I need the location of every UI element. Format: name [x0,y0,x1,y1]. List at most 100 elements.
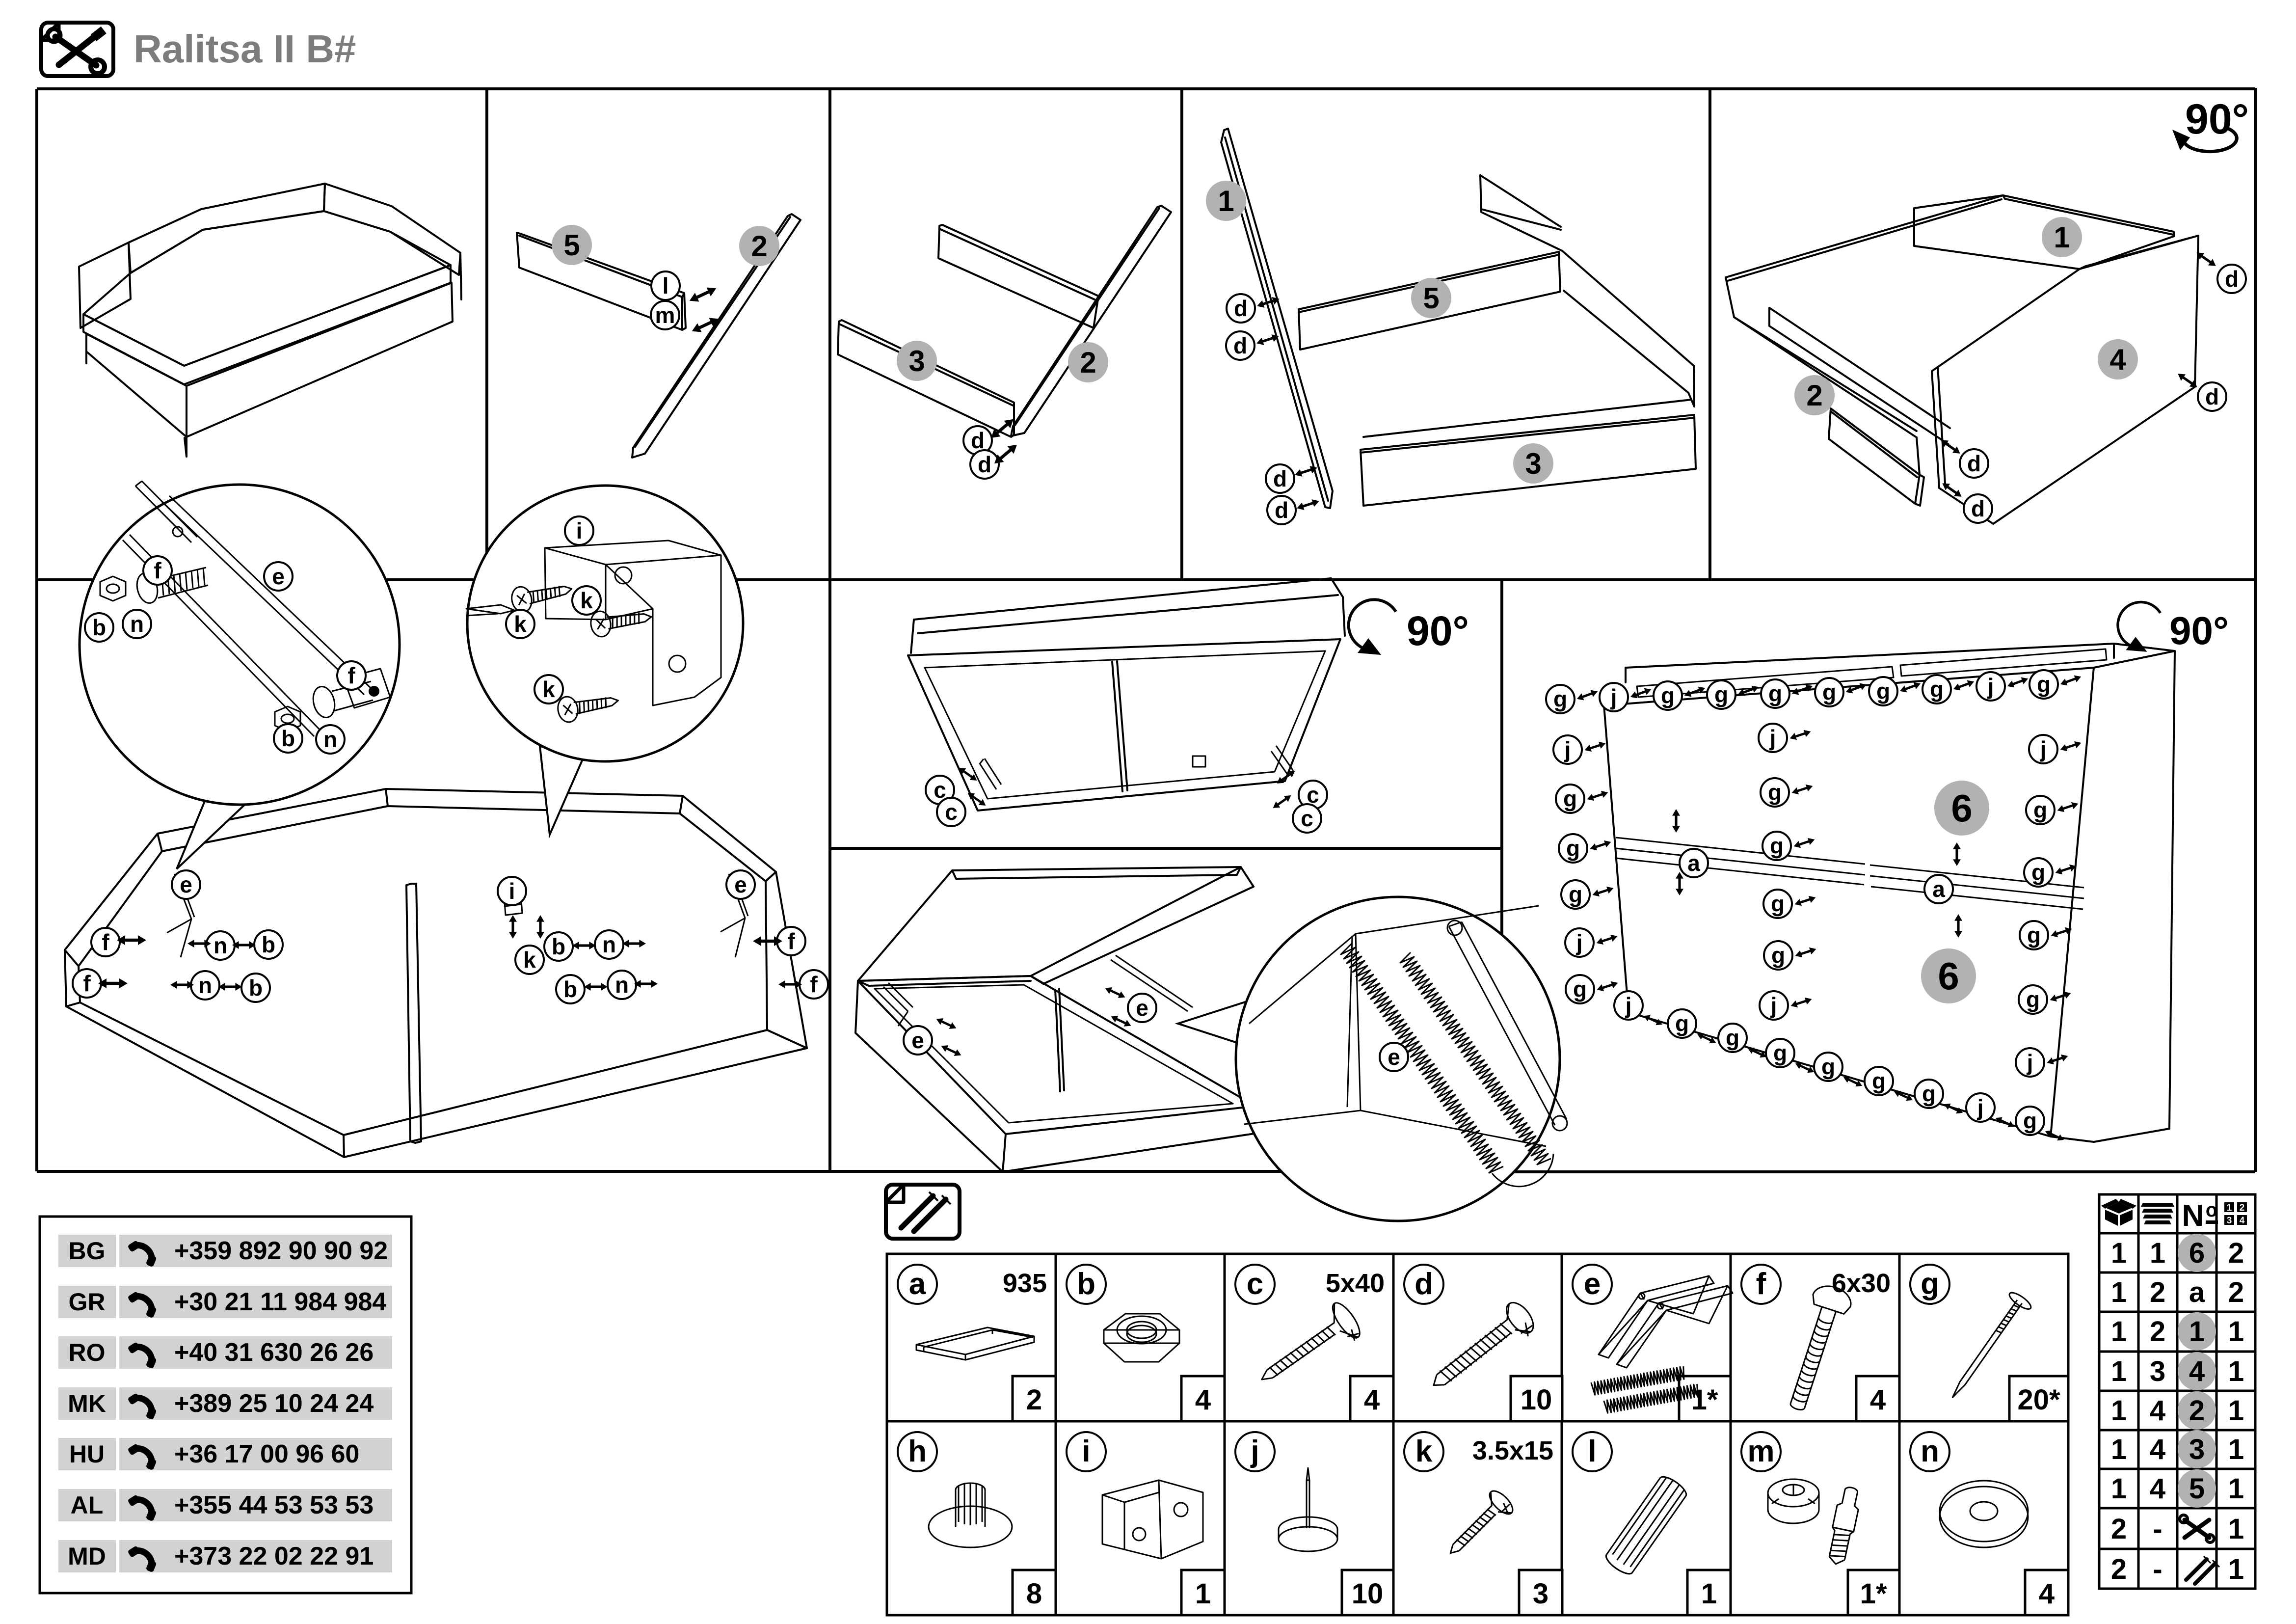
svg-text:1: 1 [2228,1434,2244,1465]
svg-text:3.5x15: 3.5x15 [1472,1436,1553,1465]
svg-text:b: b [1077,1267,1095,1301]
svg-text:+355 44 53 53 53: +355 44 53 53 53 [174,1491,374,1519]
svg-text:a: a [2189,1276,2205,1308]
svg-text:1: 1 [2228,1355,2244,1387]
svg-text:g: g [1921,1267,1939,1301]
svg-text:n: n [1921,1435,1939,1468]
svg-text:4: 4 [1870,1384,1886,1416]
svg-text:n: n [615,972,629,998]
svg-text:1: 1 [2228,1395,2244,1427]
svg-text:e: e [1584,1267,1601,1301]
svg-text:1: 1 [2227,1203,2232,1213]
svg-text:+373 22 02 22 91: +373 22 02 22 91 [174,1542,374,1570]
svg-text:i: i [576,518,583,543]
svg-text:1: 1 [2111,1434,2127,1465]
svg-text:g: g [1569,882,1582,907]
svg-text:g: g [2033,797,2047,823]
svg-text:1: 1 [2111,1473,2127,1505]
svg-text:2: 2 [2240,1203,2245,1213]
svg-text:j: j [1769,725,1776,751]
svg-text:f: f [154,558,161,583]
svg-text:2: 2 [751,230,767,263]
svg-text:g: g [1563,786,1577,812]
svg-text:5: 5 [563,229,580,262]
svg-text:1: 1 [2228,1513,2244,1545]
svg-text:2: 2 [2228,1237,2244,1269]
svg-text:g: g [1822,679,1836,705]
svg-text:90°: 90° [2169,609,2229,652]
svg-text:4: 4 [1364,1384,1380,1416]
svg-text:g: g [2026,987,2040,1012]
svg-text:Ralitsa II B#: Ralitsa II B# [133,27,356,71]
svg-text:4: 4 [2189,1355,2205,1387]
svg-text:l: l [1588,1435,1596,1468]
svg-text:j: j [1987,674,1994,699]
svg-text:d: d [978,452,991,477]
svg-text:10: 10 [1352,1578,1384,1610]
svg-text:935: 935 [1003,1269,1047,1298]
svg-text:g: g [2027,922,2041,948]
svg-text:g: g [1876,678,1890,704]
svg-text:a: a [1932,876,1945,902]
svg-text:1: 1 [2111,1395,2127,1427]
svg-text:1: 1 [2189,1316,2205,1348]
svg-text:k: k [523,947,536,973]
svg-text:5: 5 [2189,1473,2205,1505]
svg-text:k: k [1415,1435,1433,1468]
svg-text:e: e [180,872,192,897]
svg-text:+40 31 630 26 26: +40 31 630 26 26 [174,1338,374,1367]
svg-text:a: a [909,1267,926,1301]
svg-text:e: e [734,872,747,897]
svg-text:g: g [1771,891,1785,917]
svg-text:4: 4 [2150,1395,2165,1427]
svg-text:1: 1 [2111,1355,2127,1387]
svg-text:g: g [2031,860,2045,885]
svg-text:-: - [2153,1553,2162,1585]
svg-text:f: f [810,972,818,997]
svg-text:20*: 20* [2017,1384,2060,1416]
svg-text:2: 2 [2228,1276,2244,1308]
svg-text:MK: MK [68,1390,106,1417]
svg-text:b: b [249,975,263,1001]
svg-text:g: g [2037,672,2051,697]
svg-text:1: 1 [2054,221,2070,254]
svg-text:j: j [1770,993,1777,1018]
svg-text:g: g [1573,976,1587,1002]
svg-text:n: n [602,932,616,957]
svg-text:+36 17 00 96 60: +36 17 00 96 60 [174,1440,359,1468]
svg-text:o: o [2206,1199,2217,1221]
svg-text:10: 10 [1521,1384,1552,1416]
svg-text:d: d [1415,1267,1433,1301]
svg-text:+30 21 11 984 984: +30 21 11 984 984 [174,1288,386,1316]
svg-text:l: l [663,273,669,298]
svg-text:k: k [542,677,555,702]
svg-text:5: 5 [1423,282,1439,315]
svg-text:n: n [130,611,144,637]
svg-text:g: g [1675,1011,1689,1036]
svg-text:g: g [1726,1025,1739,1051]
svg-text:k: k [514,611,527,637]
svg-text:j: j [1576,930,1583,955]
svg-text:j: j [1610,684,1617,710]
svg-text:6: 6 [1938,954,1959,998]
svg-text:90°: 90° [1407,608,1469,654]
svg-text:4: 4 [2109,343,2126,376]
svg-text:4: 4 [2150,1434,2165,1465]
svg-text:3: 3 [1525,447,1541,480]
svg-text:5x40: 5x40 [1326,1269,1385,1298]
svg-text:2: 2 [2111,1553,2127,1585]
svg-text:b: b [92,615,106,640]
svg-text:j: j [1977,1095,1984,1120]
svg-text:e: e [272,564,285,589]
svg-text:HU: HU [69,1440,105,1468]
svg-text:g: g [1771,943,1785,968]
svg-text:c: c [934,777,946,803]
svg-text:j: j [2040,736,2047,762]
svg-text:g: g [1770,833,1784,859]
svg-text:d: d [1233,333,1247,358]
svg-text:1: 1 [2111,1237,2127,1269]
svg-text:3: 3 [908,345,925,378]
svg-text:e: e [911,1028,924,1053]
svg-text:d: d [1275,497,1288,523]
svg-text:1: 1 [2228,1316,2244,1348]
